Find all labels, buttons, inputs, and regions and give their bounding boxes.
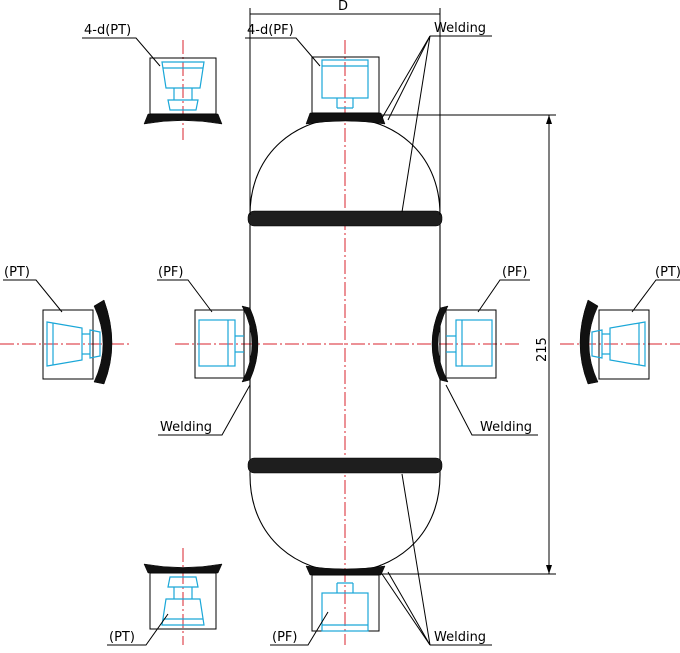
top-left-pt-weld bbox=[143, 113, 223, 125]
leader-welding-right bbox=[445, 384, 538, 436]
leader-welding-bottom-2 bbox=[387, 571, 431, 646]
height-arrow-top bbox=[546, 115, 552, 124]
leader-welding-top-1 bbox=[381, 35, 431, 119]
top-pf-fitting bbox=[305, 56, 386, 125]
label-right-outer-pt: (PT) bbox=[655, 265, 680, 280]
lower-girth-weld bbox=[247, 457, 443, 474]
leader-welding-left bbox=[158, 384, 251, 436]
right-pt-body bbox=[598, 309, 650, 380]
dimensions: D 215 bbox=[249, 0, 556, 575]
top-pf-bore bbox=[321, 59, 369, 99]
label-bottom-center-pf: (PF) bbox=[272, 630, 297, 645]
bottom-left-pt-taper bbox=[161, 598, 205, 626]
right-pf-weld bbox=[431, 305, 449, 383]
leader-left-outer-pt bbox=[3, 279, 63, 313]
labels: 4-d(PT) 4-d(PF) Welding (PT) (PF) (PF) (… bbox=[4, 21, 680, 645]
right-pf-fitting bbox=[431, 305, 497, 383]
left-pt-weld bbox=[93, 299, 113, 385]
label-left-inner-pf: (PF) bbox=[158, 265, 183, 280]
leader-left-inner-pf bbox=[157, 279, 213, 313]
top-pf-weld bbox=[305, 112, 386, 125]
left-pf-fitting bbox=[194, 305, 259, 383]
leader-bottom-center-pf bbox=[270, 611, 329, 646]
left-pt-taper bbox=[46, 321, 83, 367]
centerlines bbox=[0, 40, 680, 645]
leader-welding-top-3 bbox=[401, 35, 431, 213]
leader-welding-bottom-1 bbox=[381, 573, 431, 646]
height-dimension-label: 215 bbox=[535, 337, 550, 362]
label-welding-top: Welding bbox=[434, 21, 486, 36]
leader-bottom-left-pt bbox=[107, 613, 169, 646]
top-left-pt-taper bbox=[161, 61, 205, 89]
right-pt-taper bbox=[609, 321, 646, 367]
left-pf-bore bbox=[198, 319, 236, 367]
leader-welding-top-2 bbox=[387, 35, 431, 121]
leader-top-left-pt bbox=[82, 37, 161, 67]
label-welding-right: Welding bbox=[480, 420, 532, 435]
height-arrow-bottom bbox=[546, 565, 552, 574]
bottom-left-pt-weld bbox=[143, 563, 223, 574]
top-left-pt-detail bbox=[143, 57, 223, 125]
left-pf-weld bbox=[241, 305, 259, 383]
right-pt-weld bbox=[579, 299, 599, 385]
leader-welding-bottom-3 bbox=[401, 473, 431, 646]
bottom-left-pt-detail bbox=[143, 563, 223, 630]
leader-right-outer-pt bbox=[631, 279, 680, 313]
bottom-pf-bore bbox=[321, 592, 369, 632]
width-dimension-label: D bbox=[338, 0, 348, 14]
label-top-center-pf: 4-d(PF) bbox=[247, 23, 294, 38]
label-right-inner-pf: (PF) bbox=[502, 265, 527, 280]
bottom-pf-weld bbox=[305, 565, 386, 576]
left-pt-detail bbox=[42, 299, 113, 385]
label-welding-left: Welding bbox=[160, 420, 212, 435]
label-bottom-left-pt: (PT) bbox=[109, 630, 135, 645]
right-pf-bore bbox=[455, 319, 493, 367]
bottom-pf-fitting bbox=[305, 565, 386, 632]
right-pt-detail bbox=[579, 299, 650, 385]
label-welding-bottom: Welding bbox=[434, 630, 486, 645]
label-top-left-pt: 4-d(PT) bbox=[84, 23, 131, 38]
label-left-outer-pt: (PT) bbox=[4, 265, 30, 280]
left-pt-body bbox=[42, 309, 94, 380]
leader-right-inner-pf bbox=[477, 279, 530, 313]
vessel-body bbox=[247, 117, 443, 573]
left-pf-body bbox=[194, 309, 245, 379]
leader-lines bbox=[3, 35, 680, 646]
leader-top-center-pf bbox=[245, 37, 321, 67]
upper-girth-weld bbox=[247, 210, 443, 227]
right-pf-body bbox=[445, 309, 497, 379]
